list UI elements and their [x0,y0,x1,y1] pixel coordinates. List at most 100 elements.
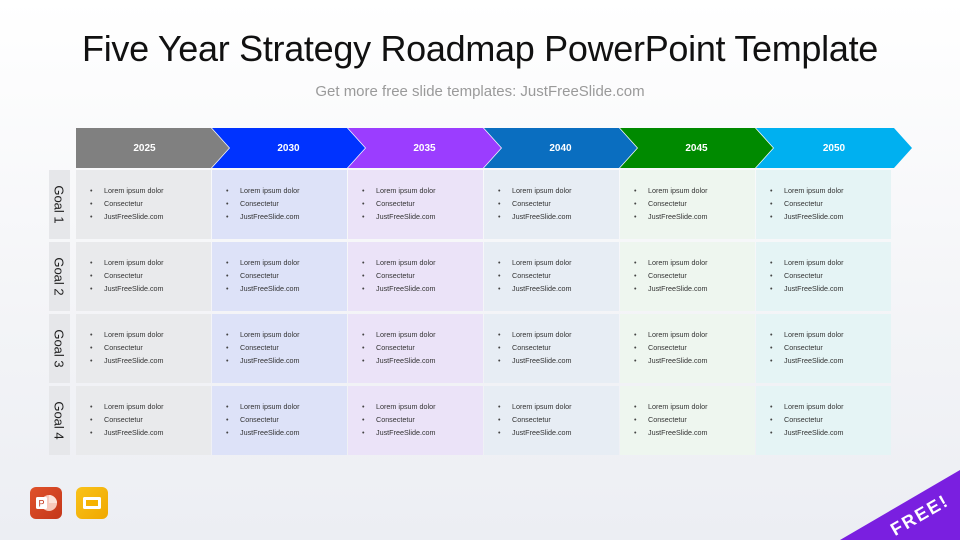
bullet-item: Lorem ipsum dolor [498,256,619,269]
roadmap-cell: Lorem ipsum dolorConsecteturJustFreeSlid… [76,170,211,239]
bullet-item: Consectetur [770,341,891,354]
free-badge: FREE! [820,470,960,540]
bullet-item: Lorem ipsum dolor [226,400,347,413]
bullet-list: Lorem ipsum dolorConsecteturJustFreeSlid… [770,256,891,295]
bullet-item: JustFreeSlide.com [498,282,619,295]
bullet-item: Consectetur [770,269,891,282]
bullet-item: Lorem ipsum dolor [362,328,483,341]
roadmap-cell: Lorem ipsum dolorConsecteturJustFreeSlid… [484,314,619,383]
roadmap-cell: Lorem ipsum dolorConsecteturJustFreeSlid… [620,314,755,383]
goal-label-text: Goal 4 [52,401,67,440]
bullet-list: Lorem ipsum dolorConsecteturJustFreeSlid… [226,256,347,295]
bullet-item: JustFreeSlide.com [634,354,755,367]
goal-label-text: Goal 1 [52,185,67,224]
bullet-item: Lorem ipsum dolor [226,184,347,197]
roadmap-cell: Lorem ipsum dolorConsecteturJustFreeSlid… [348,386,483,455]
bullet-list: Lorem ipsum dolorConsecteturJustFreeSlid… [634,328,755,367]
roadmap-cell: Lorem ipsum dolorConsecteturJustFreeSlid… [348,170,483,239]
roadmap-cell: Lorem ipsum dolorConsecteturJustFreeSlid… [212,314,347,383]
bullet-list: Lorem ipsum dolorConsecteturJustFreeSlid… [362,328,483,367]
year-arrow-2035: 2035 [348,128,501,168]
bullet-item: Lorem ipsum dolor [634,256,755,269]
bullet-item: Lorem ipsum dolor [90,184,211,197]
bullet-item: Consectetur [498,341,619,354]
roadmap-cell: Lorem ipsum dolorConsecteturJustFreeSlid… [348,314,483,383]
bullet-list: Lorem ipsum dolorConsecteturJustFreeSlid… [362,184,483,223]
bullet-item: Lorem ipsum dolor [770,328,891,341]
roadmap-cell: Lorem ipsum dolorConsecteturJustFreeSlid… [76,314,211,383]
bullet-item: JustFreeSlide.com [90,210,211,223]
svg-text:P: P [38,499,44,509]
bullet-item: Consectetur [90,197,211,210]
bullet-list: Lorem ipsum dolorConsecteturJustFreeSlid… [498,256,619,295]
bullet-list: Lorem ipsum dolorConsecteturJustFreeSlid… [634,184,755,223]
bullet-item: Consectetur [90,413,211,426]
year-arrow-2040: 2040 [484,128,637,168]
roadmap-cell: Lorem ipsum dolorConsecteturJustFreeSlid… [212,170,347,239]
bullet-item: JustFreeSlide.com [226,354,347,367]
bullet-item: Consectetur [362,413,483,426]
bullet-list: Lorem ipsum dolorConsecteturJustFreeSlid… [90,256,211,295]
google-slides-icon[interactable] [76,487,108,519]
page-title: Five Year Strategy Roadmap PowerPoint Te… [82,28,878,69]
bullet-item: Consectetur [226,269,347,282]
bullet-item: Consectetur [362,269,483,282]
bullet-item: JustFreeSlide.com [226,282,347,295]
roadmap-cell: Lorem ipsum dolorConsecteturJustFreeSlid… [756,314,891,383]
bullet-item: Lorem ipsum dolor [362,256,483,269]
powerpoint-icon[interactable]: P [30,487,62,519]
roadmap-cell: Lorem ipsum dolorConsecteturJustFreeSlid… [76,386,211,455]
bullet-item: Lorem ipsum dolor [226,256,347,269]
bullet-item: JustFreeSlide.com [362,354,483,367]
bullet-item: Consectetur [226,197,347,210]
bullet-list: Lorem ipsum dolorConsecteturJustFreeSlid… [770,400,891,439]
bullet-list: Lorem ipsum dolorConsecteturJustFreeSlid… [770,184,891,223]
bullet-list: Lorem ipsum dolorConsecteturJustFreeSlid… [226,400,347,439]
bullet-item: Lorem ipsum dolor [226,328,347,341]
bullet-item: JustFreeSlide.com [90,282,211,295]
year-arrow-2025: 2025 [76,128,229,168]
bullet-item: Consectetur [634,341,755,354]
roadmap-cell: Lorem ipsum dolorConsecteturJustFreeSlid… [484,386,619,455]
bullet-list: Lorem ipsum dolorConsecteturJustFreeSlid… [498,184,619,223]
bullet-list: Lorem ipsum dolorConsecteturJustFreeSlid… [362,400,483,439]
bullet-item: JustFreeSlide.com [634,426,755,439]
bullet-item: Lorem ipsum dolor [498,184,619,197]
year-arrow-2050: 2050 [756,128,912,168]
year-label: 2035 [413,142,436,154]
year-label: 2045 [685,142,708,154]
bullet-list: Lorem ipsum dolorConsecteturJustFreeSlid… [634,400,755,439]
bullet-item: JustFreeSlide.com [362,426,483,439]
bullet-list: Lorem ipsum dolorConsecteturJustFreeSlid… [90,328,211,367]
bullet-item: Lorem ipsum dolor [770,400,891,413]
bullet-item: JustFreeSlide.com [362,210,483,223]
bullet-item: Lorem ipsum dolor [362,400,483,413]
bullet-item: Lorem ipsum dolor [770,184,891,197]
bullet-item: Consectetur [498,269,619,282]
bullet-item: Consectetur [226,413,347,426]
bullet-item: Lorem ipsum dolor [770,256,891,269]
bullet-item: JustFreeSlide.com [498,210,619,223]
bullet-item: JustFreeSlide.com [634,210,755,223]
roadmap-cell: Lorem ipsum dolorConsecteturJustFreeSlid… [756,170,891,239]
roadmap-cell: Lorem ipsum dolorConsecteturJustFreeSlid… [212,386,347,455]
bullet-item: Consectetur [634,197,755,210]
bullet-list: Lorem ipsum dolorConsecteturJustFreeSlid… [362,256,483,295]
bullet-item: Lorem ipsum dolor [90,400,211,413]
goal-label-4: Goal 4 [49,386,70,455]
roadmap-cell: Lorem ipsum dolorConsecteturJustFreeSlid… [620,170,755,239]
bullet-item: Consectetur [90,341,211,354]
year-label: 2050 [822,142,846,154]
bullet-item: JustFreeSlide.com [362,282,483,295]
roadmap-cell: Lorem ipsum dolorConsecteturJustFreeSlid… [484,242,619,311]
bullet-item: Consectetur [498,197,619,210]
bullet-list: Lorem ipsum dolorConsecteturJustFreeSlid… [226,328,347,367]
bullet-item: Lorem ipsum dolor [634,184,755,197]
bullet-item: JustFreeSlide.com [634,282,755,295]
bullet-item: Lorem ipsum dolor [90,328,211,341]
year-label: 2030 [277,142,300,154]
bullet-item: JustFreeSlide.com [226,210,347,223]
goal-label-2: Goal 2 [49,242,70,311]
year-arrow-2045: 2045 [620,128,773,168]
bullet-item: Consectetur [362,341,483,354]
